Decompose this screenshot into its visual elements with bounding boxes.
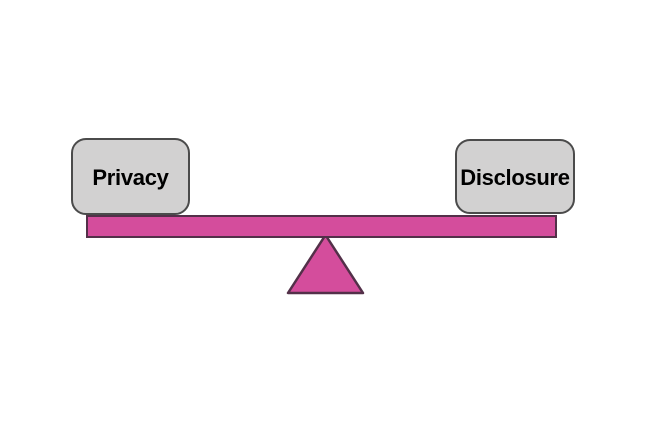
balance-beam: [86, 215, 557, 238]
fulcrum-triangle: [286, 233, 365, 295]
privacy-box: Privacy: [71, 138, 190, 215]
privacy-label: Privacy: [92, 164, 169, 190]
fulcrum-triangle-shape: [286, 233, 365, 295]
disclosure-label: Disclosure: [460, 164, 570, 190]
disclosure-box: Disclosure: [455, 139, 575, 214]
